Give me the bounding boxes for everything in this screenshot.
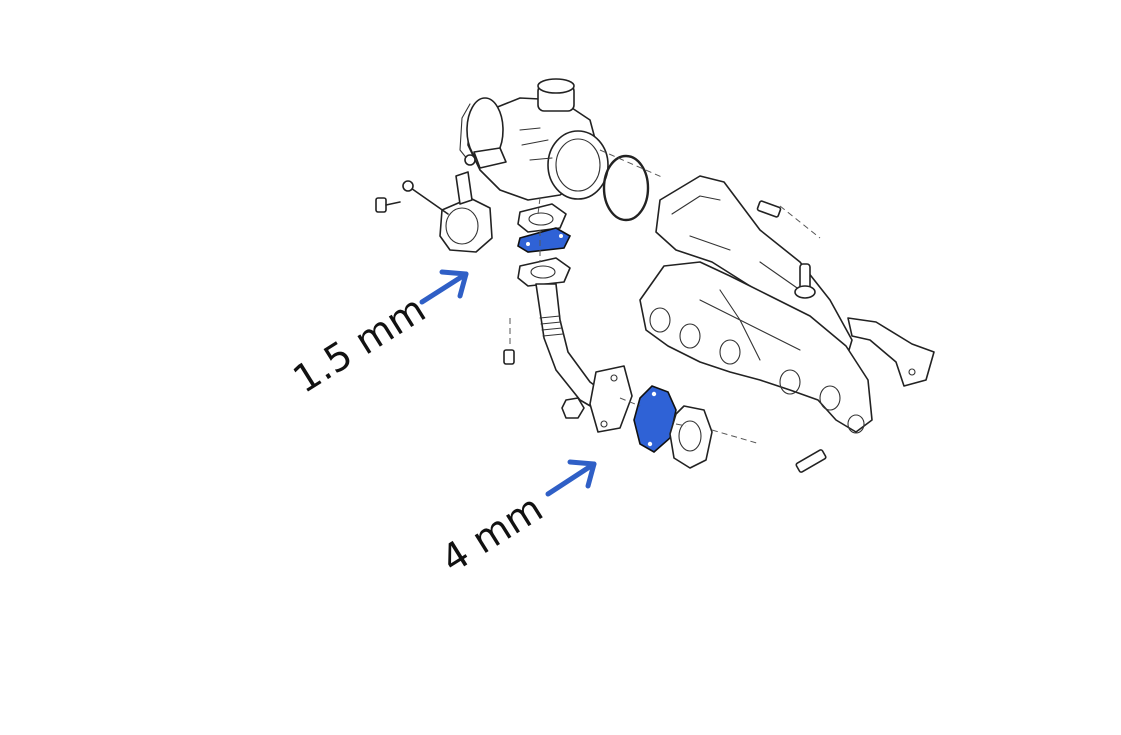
exhaust-manifold	[639, 175, 873, 434]
bolt	[795, 449, 827, 473]
upper-gasket	[517, 203, 567, 233]
egr-valve	[459, 78, 609, 201]
alignment-lines	[509, 149, 821, 445]
flange-gasket	[669, 405, 713, 469]
vacuum-actuator	[402, 171, 493, 253]
lower-gasket	[517, 257, 571, 287]
label-thin-plate: 1.5 mm	[285, 287, 433, 402]
arrow-to-thick-plate	[545, 459, 597, 497]
bracket	[847, 317, 935, 387]
bolt	[503, 349, 515, 365]
o-ring	[602, 154, 650, 222]
thick-blanking-plate	[633, 385, 677, 453]
bolt	[375, 197, 401, 213]
thin-blanking-plate	[517, 227, 572, 253]
arrow-to-thin-plate	[419, 269, 469, 305]
bolt	[756, 200, 782, 218]
label-thick-plate: 4 mm	[433, 486, 550, 582]
nut	[561, 397, 585, 419]
egr-pipe	[535, 283, 633, 433]
